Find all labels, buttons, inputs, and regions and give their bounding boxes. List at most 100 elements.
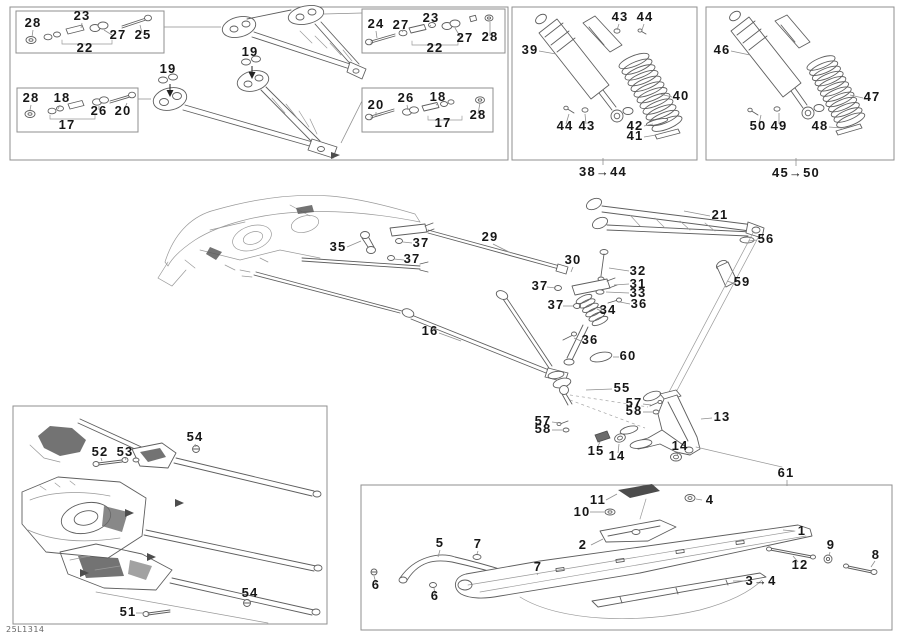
part-label-24: 24	[368, 16, 385, 31]
part-label-7: 7	[474, 536, 482, 551]
part-label-31: 31	[630, 276, 647, 291]
part-label-13: 13	[714, 409, 731, 424]
leader-line	[492, 243, 512, 254]
part-label-37: 37	[532, 278, 549, 293]
leader-line	[870, 560, 876, 568]
part-label-57: 57	[535, 413, 552, 428]
callout-box-frame-module	[12, 405, 328, 625]
part-label-5: 5	[436, 535, 444, 550]
callout-box-hardware-d	[361, 87, 494, 133]
leader-line	[194, 443, 197, 448]
hardware-kit-c	[365, 14, 494, 46]
leader-line	[476, 550, 479, 555]
part-label-17: 17	[59, 117, 76, 132]
leader-line	[641, 23, 645, 31]
part-label-36: 36	[631, 296, 648, 311]
part-label-36: 36	[582, 332, 599, 347]
leader-line	[748, 239, 758, 242]
leader-line	[616, 23, 620, 31]
part-label-3-4: 3→4	[745, 573, 776, 588]
leader-line	[139, 24, 143, 34]
leader-line	[375, 30, 378, 39]
leader-line	[546, 286, 557, 289]
frame-module-sketch	[21, 418, 323, 624]
leader-line	[700, 417, 713, 420]
part-label-33: 33	[630, 285, 647, 300]
part-label-44: 44	[637, 9, 654, 24]
part-label-57: 57	[626, 395, 643, 410]
part-label-49: 49	[771, 118, 788, 133]
callout-box-front-arms	[9, 6, 509, 161]
part-label-7: 7	[534, 559, 542, 574]
part-label-55: 55	[614, 380, 631, 395]
leader-line	[782, 529, 795, 532]
leader-line	[477, 102, 481, 115]
shock-body-right	[730, 16, 802, 98]
ski-assembly-sketch	[370, 484, 878, 619]
leader-line	[373, 575, 377, 584]
callout-connector-lines	[138, 12, 363, 144]
part-label-27: 27	[110, 27, 127, 42]
hardware-kit-d	[365, 96, 485, 121]
part-label-32: 32	[630, 263, 647, 278]
callout-box-hardware-c	[361, 8, 506, 54]
ski-runner-3-4	[591, 572, 767, 608]
part-label-45-50: 45→50	[772, 165, 820, 180]
leader-line	[536, 572, 539, 576]
lower-a-arm-16-sketch	[410, 290, 589, 383]
leader-line	[730, 50, 751, 56]
part-label-48: 48	[812, 118, 829, 133]
callout-box-ski-assembly	[360, 484, 893, 631]
down-arrow-icon	[248, 72, 256, 79]
leader-line	[538, 50, 557, 55]
callout-box-hardware-a	[15, 10, 165, 54]
spindle-to-ski-line	[695, 446, 783, 468]
part-label-16: 16	[422, 323, 439, 338]
leader-line	[584, 113, 587, 125]
leader-line	[676, 451, 680, 456]
spindle-knuckle-13	[619, 389, 701, 456]
part-label-20: 20	[368, 97, 385, 112]
leader-line	[792, 555, 799, 563]
leader-line	[57, 104, 61, 110]
leader-line	[758, 114, 762, 125]
bulkhead-frame-sketch	[157, 194, 421, 287]
part-label-51: 51	[120, 604, 137, 619]
leader-line	[124, 457, 127, 461]
part-label-53: 53	[117, 444, 134, 459]
leader-line	[695, 498, 703, 501]
part-label-1: 1	[798, 523, 806, 538]
callout-box-shock-left	[511, 6, 698, 161]
leader-line	[605, 493, 618, 501]
lower-a-arm-sketch	[152, 70, 340, 159]
leader-line	[643, 134, 657, 138]
part-label-27: 27	[393, 17, 410, 32]
leader-line	[596, 441, 601, 449]
part-label-6: 6	[372, 577, 380, 592]
assembly-guide-dashes	[569, 394, 649, 429]
catalog-code: 25L1314	[6, 625, 45, 634]
steering-linkage-35	[360, 222, 435, 261]
part-label-47: 47	[864, 89, 881, 104]
part-label-42: 42	[627, 118, 644, 133]
leader-line	[247, 598, 250, 602]
spindle-hardware	[556, 399, 682, 462]
part-label-58: 58	[626, 403, 643, 418]
part-label-4: 4	[706, 492, 714, 507]
part-label-38-44: 38→44	[579, 164, 627, 179]
part-label-61: 61	[778, 465, 795, 480]
part-label-39: 39	[522, 42, 539, 57]
leader-line	[726, 280, 734, 284]
part-label-23: 23	[423, 10, 440, 25]
part-label-40: 40	[673, 88, 690, 103]
leader-line	[617, 443, 620, 454]
part-label-29: 29	[482, 229, 499, 244]
leader-line	[849, 94, 864, 99]
part-label-46: 46	[714, 42, 731, 57]
part-label-37: 37	[404, 251, 421, 266]
leader-line	[428, 24, 432, 28]
part-label-60: 60	[620, 348, 637, 363]
leader-line	[123, 102, 128, 111]
